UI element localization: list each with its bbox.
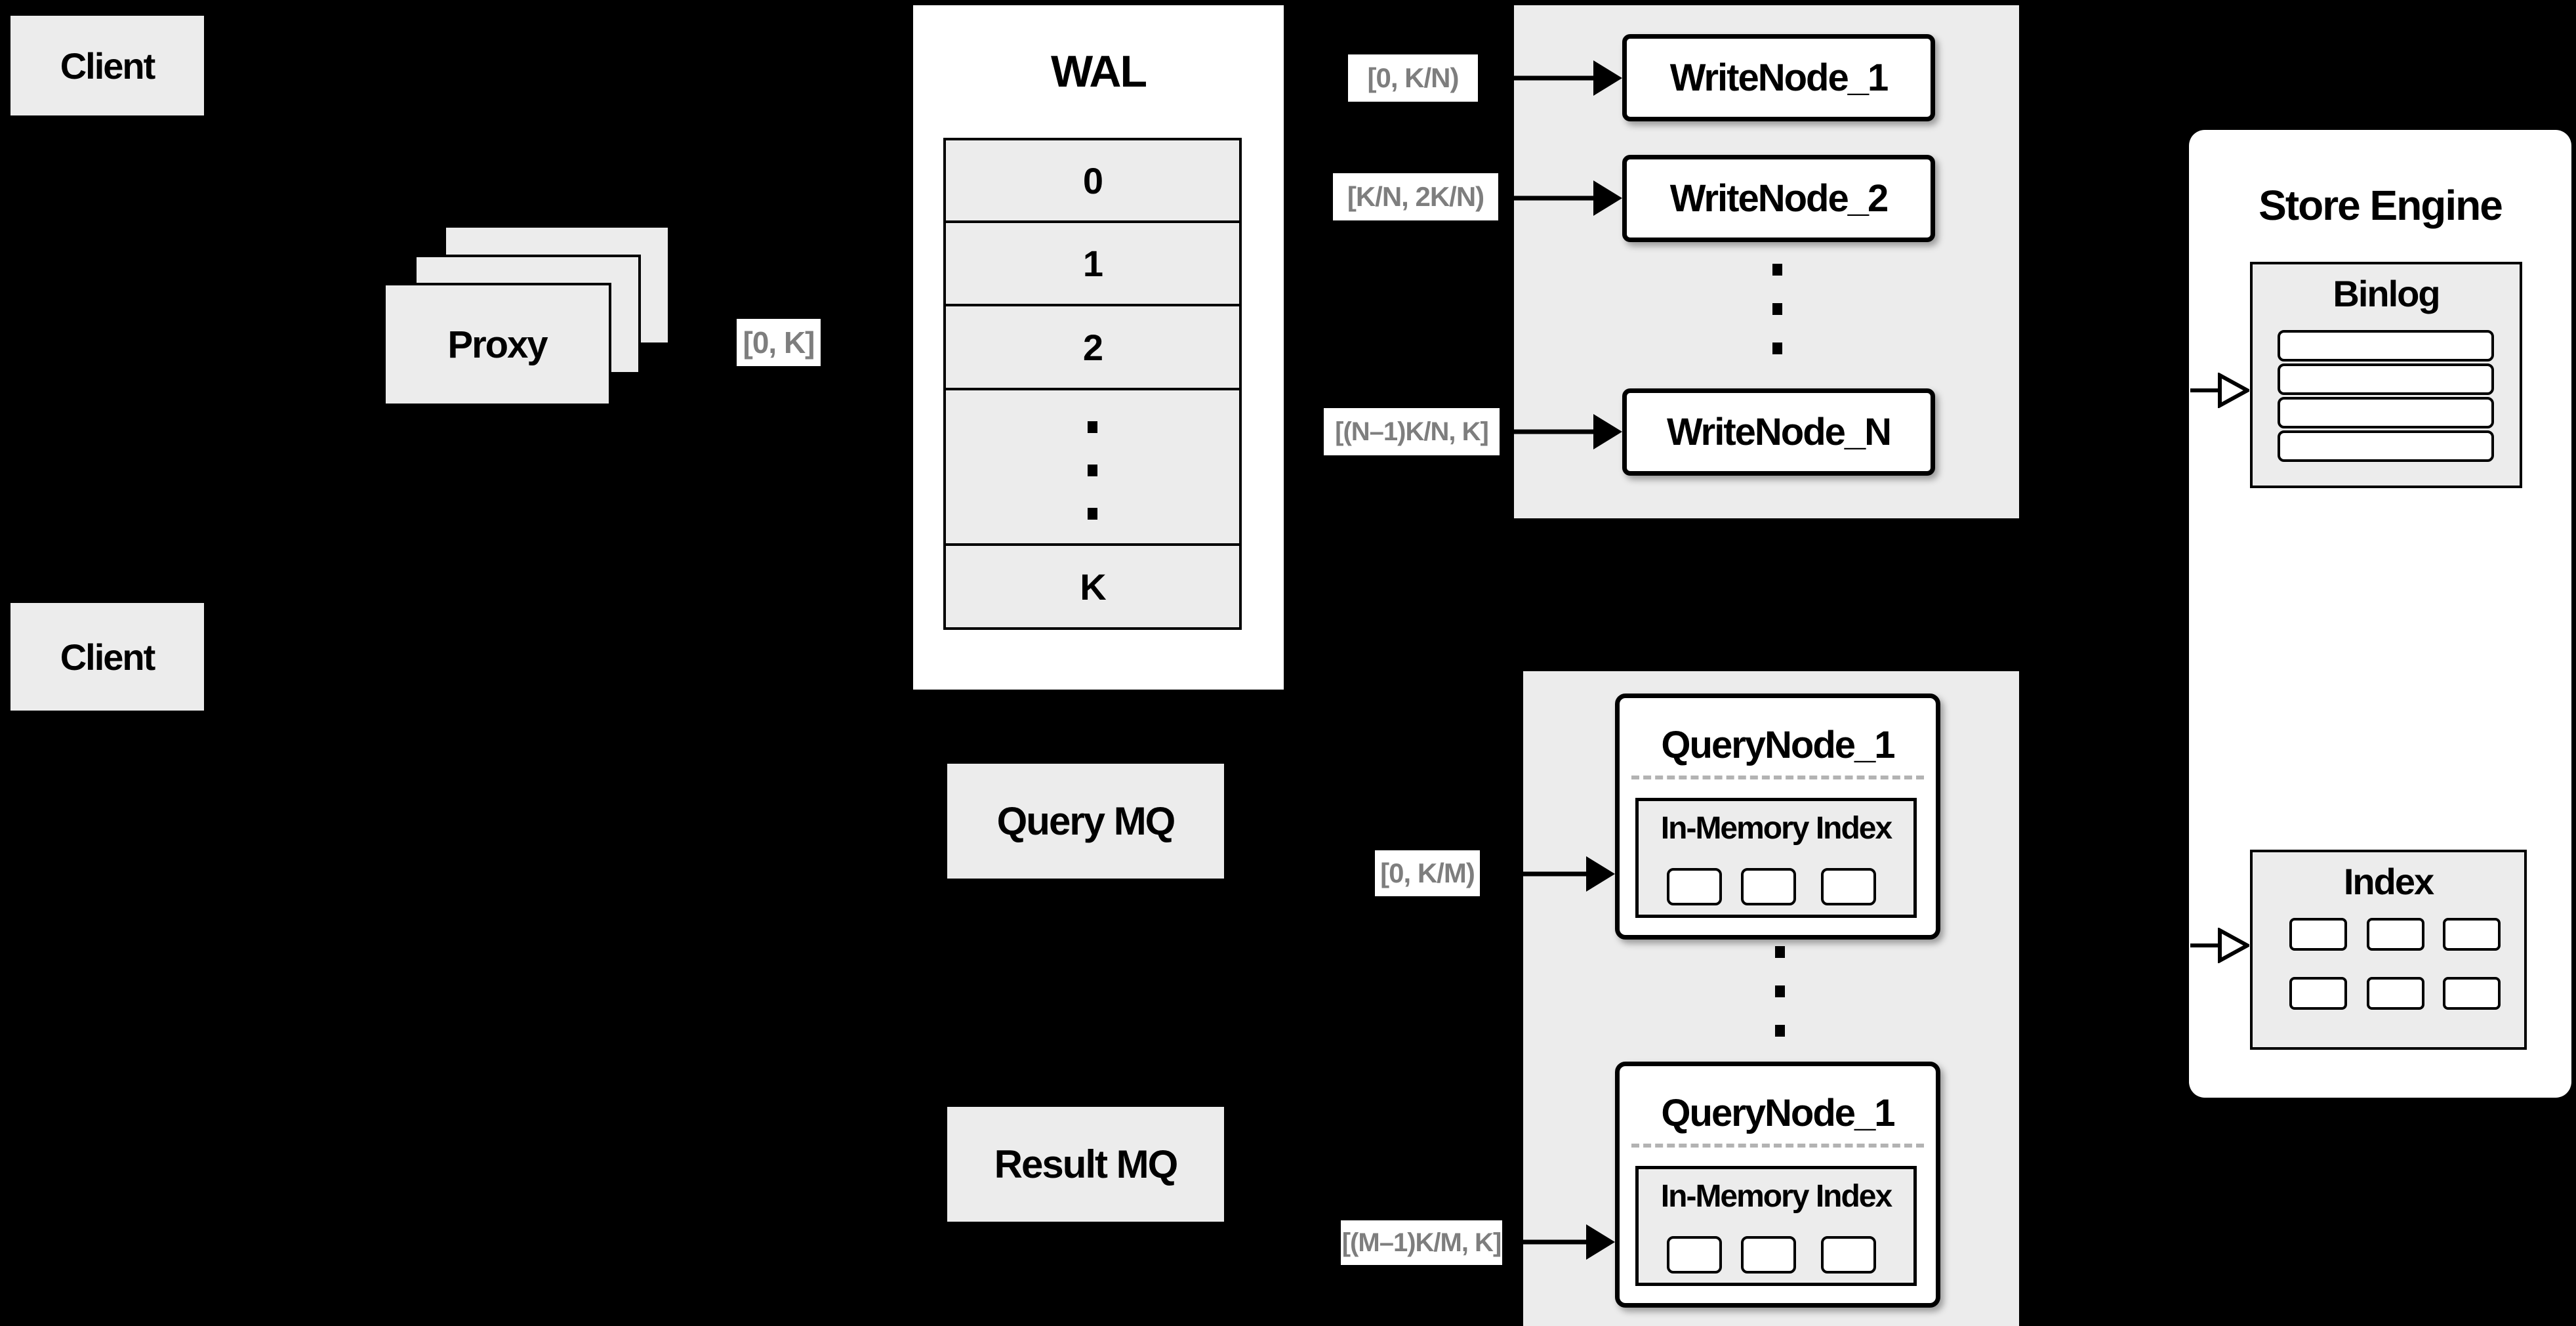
write-node-ellipsis-dots xyxy=(1772,264,1782,356)
wal-segment-table: 0 1 2 K xyxy=(943,138,1242,630)
write-node-n-box: WriteNode_N xyxy=(1622,388,1935,476)
store-engine-box: Store Engine Binlog Index xyxy=(2189,130,2571,1098)
index-file-cell xyxy=(2367,977,2424,1010)
range-label-proxy-to-wal: [0, K] xyxy=(737,319,821,366)
wal-title: WAL xyxy=(1050,47,1147,96)
index-segment-cell xyxy=(1741,868,1796,905)
client-bottom-box: Client xyxy=(8,600,207,713)
arrow-wal-to-writenode-1 xyxy=(1478,60,1622,96)
proxy-box: Proxy xyxy=(383,283,611,406)
arrow-querymq-to-querynode-m xyxy=(1502,1224,1615,1260)
query-mq-box: Query MQ xyxy=(945,761,1227,881)
arrow-wal-to-writenode-2 xyxy=(1498,180,1622,216)
wal-segment-row: K xyxy=(946,546,1239,627)
index-segment-cell xyxy=(1667,1236,1722,1274)
hollow-arrowhead xyxy=(2218,373,2249,408)
index-file-cell xyxy=(2289,977,2347,1010)
range-label-writenode-2: [K/N, 2K/N) xyxy=(1333,173,1498,220)
index-file-cell xyxy=(2443,918,2501,951)
write-node-2-label: WriteNode_2 xyxy=(1669,177,1889,220)
arrow-writenodes-to-binlog xyxy=(2190,373,2249,408)
binlog-box: Binlog xyxy=(2250,262,2522,488)
index-segment-cell xyxy=(1821,1236,1876,1274)
range-label-querynode-1: [0, K/M) xyxy=(1375,850,1480,896)
binlog-file-bar xyxy=(2278,363,2494,395)
index-segment-cell xyxy=(1821,868,1876,905)
query-node-ellipsis-dots xyxy=(1775,946,1785,1038)
store-index-title: Index xyxy=(2343,861,2434,902)
proxy-label: Proxy xyxy=(447,323,548,366)
binlog-title: Binlog xyxy=(2333,273,2440,314)
arrow-wal-to-writenode-n xyxy=(1500,414,1622,449)
index-file-cell xyxy=(2367,918,2424,951)
query-node-1-inmemory-box: In-Memory Index xyxy=(1635,798,1917,918)
binlog-file-bar xyxy=(2278,330,2494,362)
index-file-cell xyxy=(2289,918,2347,951)
query-node-1-divider xyxy=(1631,776,1924,779)
query-node-m-title: QueryNode_1 xyxy=(1661,1092,1895,1134)
wal-segment-row-ellipsis xyxy=(946,390,1239,546)
hollow-arrowhead xyxy=(2218,928,2249,963)
arrow-querymq-to-querynode-1 xyxy=(1480,856,1615,892)
query-node-1-inmemory-label: In-Memory Index xyxy=(1660,811,1892,846)
query-node-m-divider xyxy=(1631,1144,1924,1148)
wal-segment-0: 0 xyxy=(1082,159,1103,201)
query-node-m-inmemory-box: In-Memory Index xyxy=(1635,1166,1917,1286)
wal-box: WAL 0 1 2 K xyxy=(910,3,1286,692)
client-top-box: Client xyxy=(8,13,207,118)
range-label-writenode-1: [0, K/N) xyxy=(1348,54,1478,102)
wal-segment-1: 1 xyxy=(1082,243,1103,284)
index-segment-cell xyxy=(1667,868,1722,905)
wal-segment-row: 1 xyxy=(946,223,1239,306)
wal-segment-row: 0 xyxy=(946,140,1239,223)
wal-segment-row: 2 xyxy=(946,306,1239,390)
query-mq-label: Query MQ xyxy=(996,799,1176,843)
write-node-1-box: WriteNode_1 xyxy=(1622,34,1935,121)
client-top-label: Client xyxy=(60,45,156,87)
range-label-writenode-n: [(N–1)K/N, K] xyxy=(1324,408,1500,455)
write-node-2-box: WriteNode_2 xyxy=(1622,155,1935,242)
write-node-n-label: WriteNode_N xyxy=(1666,411,1892,453)
binlog-file-bar xyxy=(2278,397,2494,428)
store-engine-title: Store Engine xyxy=(2259,182,2503,229)
write-node-1-label: WriteNode_1 xyxy=(1669,56,1889,99)
binlog-file-bar xyxy=(2278,430,2494,462)
query-node-m-box: QueryNode_1 In-Memory Index xyxy=(1615,1062,1940,1308)
wal-segment-k: K xyxy=(1080,566,1106,608)
result-mq-box: Result MQ xyxy=(945,1104,1227,1224)
index-file-cell xyxy=(2443,977,2501,1010)
query-node-1-title: QueryNode_1 xyxy=(1661,724,1895,766)
arrow-querynodes-to-index xyxy=(2190,928,2249,963)
store-index-box: Index xyxy=(2250,850,2527,1050)
client-bottom-label: Client xyxy=(60,636,156,678)
range-label-querynode-m: [(M–1)K/M, K] xyxy=(1341,1220,1502,1265)
result-mq-label: Result MQ xyxy=(994,1142,1179,1186)
query-node-m-inmemory-label: In-Memory Index xyxy=(1660,1179,1892,1214)
wal-ellipsis-dots xyxy=(1088,415,1097,520)
wal-segment-2: 2 xyxy=(1082,326,1103,368)
query-node-1-box: QueryNode_1 In-Memory Index xyxy=(1615,694,1940,940)
index-segment-cell xyxy=(1741,1236,1796,1274)
